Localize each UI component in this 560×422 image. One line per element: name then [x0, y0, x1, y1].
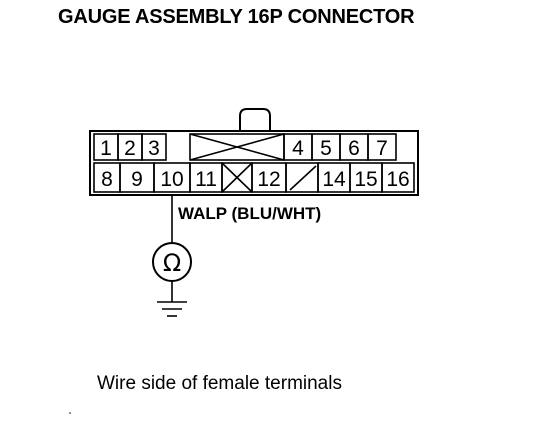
pin-8: 8 — [101, 168, 113, 191]
connector-body — [89, 130, 419, 196]
ground-icon — [157, 301, 187, 317]
diagram-caption: Wire side of female terminals — [97, 373, 342, 394]
blank-cavity-x-top — [189, 133, 285, 161]
pin-16: 16 — [386, 168, 409, 191]
top-row-pin-labels: 1 2 3 4 5 6 7 — [100, 137, 388, 160]
pin-14: 14 — [322, 168, 346, 191]
connector-bottom-row — [93, 162, 415, 193]
pin-4: 4 — [292, 137, 304, 160]
connector-lock-tab — [239, 108, 271, 131]
diagram-title: GAUGE ASSEMBLY 16P CONNECTOR — [58, 6, 415, 28]
pin-6: 6 — [348, 137, 360, 160]
pin-1: 1 — [100, 137, 112, 160]
connector-top-row — [93, 133, 397, 161]
pin-10: 10 — [160, 168, 183, 191]
blank-cavity-x-bottom — [221, 162, 253, 193]
pin-9: 9 — [131, 168, 143, 191]
wire-label: WALP (BLU/WHT) — [178, 204, 321, 223]
pin-7: 7 — [376, 137, 388, 160]
pin-15: 15 — [354, 168, 377, 191]
pin-2: 2 — [124, 137, 136, 160]
ohm-symbol: Ω — [163, 249, 181, 277]
pin-5: 5 — [320, 137, 332, 160]
pin-3: 3 — [148, 137, 160, 160]
scan-speck — [69, 412, 71, 414]
pin-11: 11 — [195, 168, 217, 191]
bottom-row-pin-labels: 8 9 10 11 12 14 15 16 — [101, 168, 410, 191]
pin-12: 12 — [257, 168, 280, 191]
cavity-slash — [289, 165, 317, 191]
